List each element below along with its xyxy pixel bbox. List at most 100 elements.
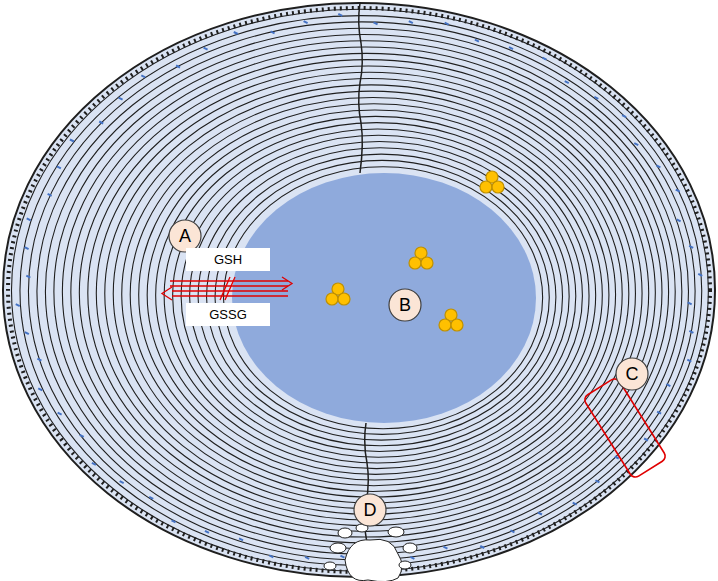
blue-mark — [305, 557, 309, 559]
blue-mark — [445, 23, 449, 25]
blue-mark — [565, 81, 569, 83]
aggregate — [421, 257, 433, 269]
blue-mark — [644, 439, 648, 441]
label-text: D — [364, 500, 377, 521]
blue-mark — [676, 190, 680, 192]
blue-mark — [38, 388, 42, 390]
aggregate — [409, 257, 421, 269]
protein-aggregates — [326, 171, 504, 331]
aggregate — [326, 293, 338, 305]
blue-mark — [304, 21, 308, 23]
blue-mark — [37, 359, 41, 361]
blue-mark — [666, 384, 670, 386]
blue-mark — [622, 115, 626, 117]
fiber-ring — [54, 41, 675, 543]
blue-mark — [689, 246, 693, 248]
blue-mark — [239, 538, 243, 540]
blue-mark — [698, 274, 702, 276]
blue-mark — [634, 143, 638, 145]
aggregate — [338, 293, 350, 305]
label-box: GSSG — [186, 303, 270, 326]
label-box: GSH — [186, 248, 270, 271]
blue-mark — [340, 556, 344, 558]
blue-mark — [410, 557, 414, 559]
fiber-ring — [156, 116, 596, 474]
aggregate — [480, 181, 492, 193]
blue-mark — [99, 122, 103, 124]
blue-mark — [688, 302, 692, 304]
blue-mark — [48, 194, 52, 196]
label-text: B — [399, 295, 411, 316]
highlight-box — [583, 377, 668, 480]
fiber-rings — [11, 9, 708, 571]
blue-mark — [573, 503, 577, 505]
fiber-ring — [20, 16, 702, 566]
blue-mark — [58, 413, 62, 415]
callout-letter: B — [388, 288, 422, 322]
aggregate — [451, 319, 463, 331]
blue-mark — [657, 412, 661, 414]
transport-arrows — [162, 277, 292, 300]
blue-mark — [480, 546, 484, 548]
blue-mark — [92, 463, 96, 465]
blue-mark — [374, 22, 378, 24]
blue-mark — [25, 332, 29, 334]
fiber-ring — [88, 66, 649, 520]
blue-mark — [656, 165, 660, 167]
fiber-ring — [62, 47, 668, 537]
lens-outline — [3, 3, 715, 577]
fiber-ring — [37, 28, 689, 554]
callout-letter: A — [168, 219, 202, 253]
label-text: GSH — [214, 252, 242, 267]
blue-mark — [205, 531, 209, 533]
fiber-ring — [130, 97, 615, 491]
blue-mark — [70, 139, 74, 141]
blue-mark — [120, 481, 124, 483]
fiber-ring — [215, 160, 549, 434]
blue-mark — [677, 219, 681, 221]
blue-mark — [176, 65, 180, 67]
fiber-ring — [28, 22, 695, 560]
blue-mark — [509, 47, 513, 49]
fiber-ring — [139, 104, 609, 486]
blue-mark — [475, 40, 479, 42]
blue-mark — [26, 276, 30, 278]
aggregate — [439, 319, 451, 331]
blue-mark — [615, 456, 619, 458]
fiber-ring — [224, 167, 543, 429]
fiber-ring — [173, 129, 583, 463]
blue-mark — [234, 32, 238, 34]
fiber-ring — [45, 34, 681, 548]
blue-mark — [542, 58, 546, 60]
blue-mark — [269, 555, 273, 557]
label-text: GSSG — [209, 307, 247, 322]
callout-letter: D — [353, 493, 387, 527]
blue-mark — [689, 331, 693, 333]
fiber-ring — [122, 91, 622, 497]
blue-mark — [119, 98, 123, 100]
fiber-ring — [11, 9, 708, 571]
blue-mark — [57, 166, 61, 168]
blue-mark — [172, 520, 176, 522]
blue-mark — [16, 304, 20, 306]
fiber-ring — [164, 123, 589, 469]
fiber-ring — [96, 72, 642, 514]
blue-mark — [141, 75, 145, 77]
fiber-ring — [113, 85, 629, 503]
blue-mark — [409, 21, 413, 23]
blue-mark — [594, 97, 598, 99]
fiber-ring — [207, 154, 556, 440]
blue-mark — [80, 435, 84, 437]
suture-line — [359, 3, 363, 173]
label-text: C — [626, 364, 639, 385]
blue-mark — [443, 547, 447, 549]
fiber-ring — [79, 60, 655, 526]
blue-mark — [25, 247, 29, 249]
aggregate — [492, 181, 504, 193]
blue-mark — [595, 480, 599, 482]
label-text: A — [179, 226, 191, 247]
callout-letter: C — [615, 357, 649, 391]
blue-mark — [27, 218, 31, 220]
